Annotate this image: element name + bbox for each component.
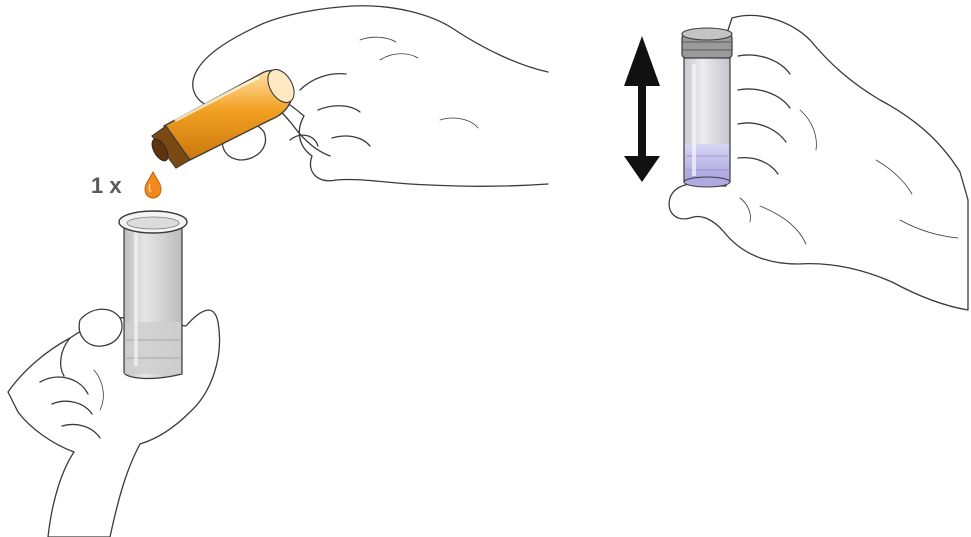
step-shake-tube — [624, 15, 968, 310]
reagent-drop-icon — [145, 172, 161, 198]
drop-count-label: 1 x — [91, 173, 122, 198]
shake-arrow-icon — [624, 36, 660, 182]
hand-holding-sample-tube — [8, 309, 220, 537]
capped-sample-tube — [682, 28, 732, 187]
step-add-reagent: 1 x — [8, 6, 548, 537]
sample-tube — [119, 211, 187, 378]
